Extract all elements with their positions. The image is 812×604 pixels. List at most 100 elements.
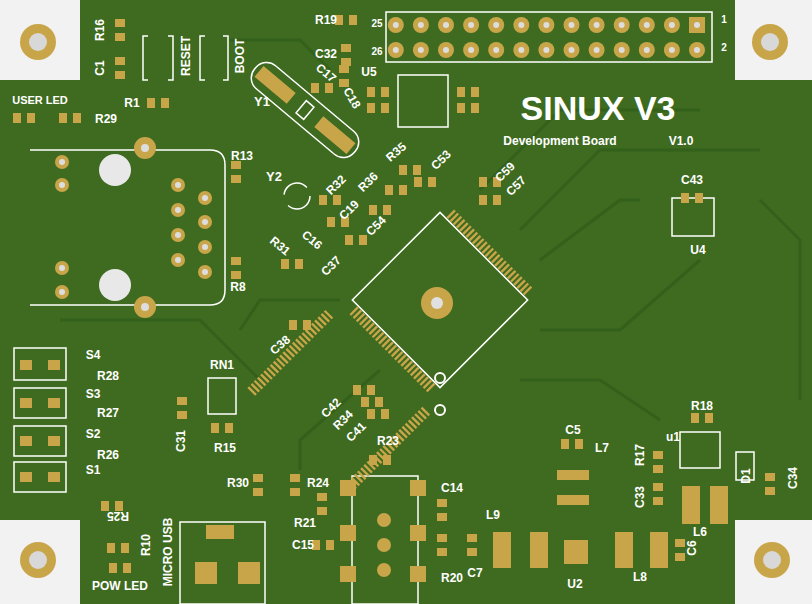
l6-pad <box>710 486 728 524</box>
ethernet-pad <box>134 137 156 159</box>
part-label: U2 <box>567 578 582 590</box>
smd-pad <box>385 185 393 195</box>
ethernet-pin <box>171 228 185 242</box>
smd-pad <box>653 465 663 473</box>
usb-pad <box>195 562 217 584</box>
qfp-chip <box>247 195 544 492</box>
l6-pad <box>682 486 700 524</box>
part-label: u1 <box>666 431 680 443</box>
ethernet-pins <box>55 155 212 299</box>
boot-button <box>200 36 228 80</box>
header-pad <box>538 42 554 58</box>
part-label: MICRO USB <box>162 518 174 587</box>
pad-hole <box>59 182 65 188</box>
switch-pad <box>20 472 32 482</box>
smd-pad <box>575 439 583 449</box>
center-hole-ring <box>421 287 453 319</box>
ethernet-pin <box>198 265 212 279</box>
trace <box>300 370 380 470</box>
smd-pad <box>345 235 353 245</box>
smd-pad <box>369 455 377 465</box>
smd-pad <box>437 513 447 521</box>
button-outlines <box>14 36 754 604</box>
smd-pad <box>317 507 327 515</box>
l9-pad <box>530 532 548 568</box>
smd-pad <box>369 205 377 215</box>
part-label: R25 <box>107 510 129 522</box>
smd-pad <box>253 488 263 496</box>
smd-pad <box>107 543 115 553</box>
conn-pad <box>340 525 356 541</box>
ethernet-pin <box>171 178 185 192</box>
pad-hole <box>393 22 399 28</box>
pad-hole <box>59 265 65 271</box>
smd-pad <box>437 548 447 556</box>
l8-pad <box>650 532 668 568</box>
pad-hole <box>59 289 65 295</box>
y1-pad <box>314 116 355 154</box>
pad-hole <box>418 22 424 28</box>
trace <box>520 150 760 230</box>
conn-pad <box>410 566 426 582</box>
pad-hole <box>543 22 549 28</box>
ethernet-pad <box>134 296 156 318</box>
u2-pad <box>564 540 588 564</box>
pad-hole <box>141 303 149 311</box>
pin-number: 1 <box>721 15 727 25</box>
corner-cutout <box>0 0 80 80</box>
smd-pad <box>359 235 367 245</box>
header-pad <box>413 17 429 33</box>
smd-pad <box>381 103 389 113</box>
part-label: R15 <box>214 442 236 454</box>
header-pad <box>488 42 504 58</box>
conn-pad <box>410 480 426 496</box>
header-pad <box>488 17 504 33</box>
header-pad <box>513 17 529 33</box>
smd-pad <box>361 397 369 407</box>
ethernet-pin <box>55 178 69 192</box>
smd-pads <box>13 15 775 573</box>
button-label: RESET <box>180 36 192 76</box>
part-label: C34 <box>787 467 799 489</box>
smd-pad <box>333 195 341 205</box>
smd-pad <box>471 87 479 97</box>
smd-pad <box>327 217 335 227</box>
part-label: L8 <box>633 571 647 583</box>
smd-pad <box>457 87 465 97</box>
header-pad <box>538 17 554 33</box>
smd-pad <box>414 177 422 187</box>
smd-pad <box>367 87 375 97</box>
header-pad <box>689 17 705 33</box>
conn-hole <box>377 538 391 552</box>
part-label: C43 <box>681 174 703 186</box>
part-label: S3 <box>86 388 101 400</box>
hole-ring <box>752 24 788 60</box>
part-label: R29 <box>95 113 117 125</box>
smd-pad <box>653 497 663 505</box>
hole-ring <box>20 542 56 578</box>
l9-pad <box>493 532 511 568</box>
usb-outline <box>180 522 265 604</box>
hole <box>761 33 779 51</box>
part-label: R28 <box>97 370 119 382</box>
l8-pad <box>615 532 633 568</box>
smd-pad <box>765 473 775 481</box>
pad-hole <box>468 47 474 53</box>
switch-pad <box>48 472 60 482</box>
board-title: SINUX V3 <box>521 91 676 125</box>
part-label: R19 <box>315 14 337 26</box>
smd-pad <box>341 58 351 66</box>
smd-pad <box>399 185 407 195</box>
l7-pad <box>557 495 589 505</box>
smd-pad <box>177 397 187 405</box>
trace <box>520 380 660 420</box>
header-pad <box>438 17 454 33</box>
switch-pad <box>48 360 60 370</box>
part-label: C14 <box>441 482 463 494</box>
smd-pad <box>653 451 663 459</box>
header-pad <box>639 17 655 33</box>
smd-pad <box>115 33 125 41</box>
